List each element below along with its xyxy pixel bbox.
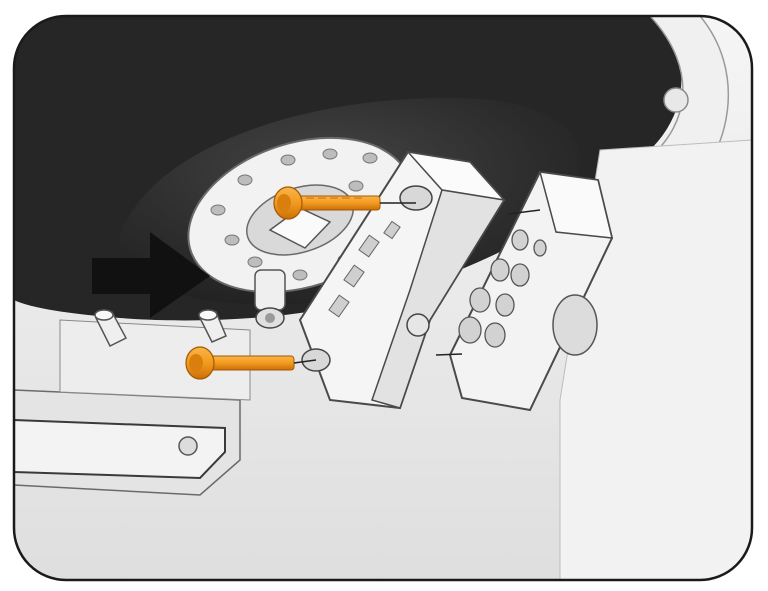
plate-knob-icon	[552, 294, 598, 356]
black-arrow-icon	[92, 232, 210, 318]
housing-screw-icon	[178, 436, 198, 456]
guide-pin-icon	[198, 309, 227, 343]
alignment-line	[435, 353, 463, 356]
alignment-line	[507, 209, 541, 215]
perforated-plate-icon	[448, 170, 614, 412]
mounting-bracket-icon	[298, 150, 506, 410]
rim-bolt-icon	[663, 87, 689, 113]
screw-icon	[185, 346, 317, 380]
illustration-frame	[12, 14, 754, 582]
housing-right	[559, 139, 752, 580]
housing-slot	[14, 418, 226, 480]
screw-icon	[273, 186, 416, 220]
center-stud-icon	[254, 269, 286, 329]
guide-pin-icon	[94, 309, 128, 348]
